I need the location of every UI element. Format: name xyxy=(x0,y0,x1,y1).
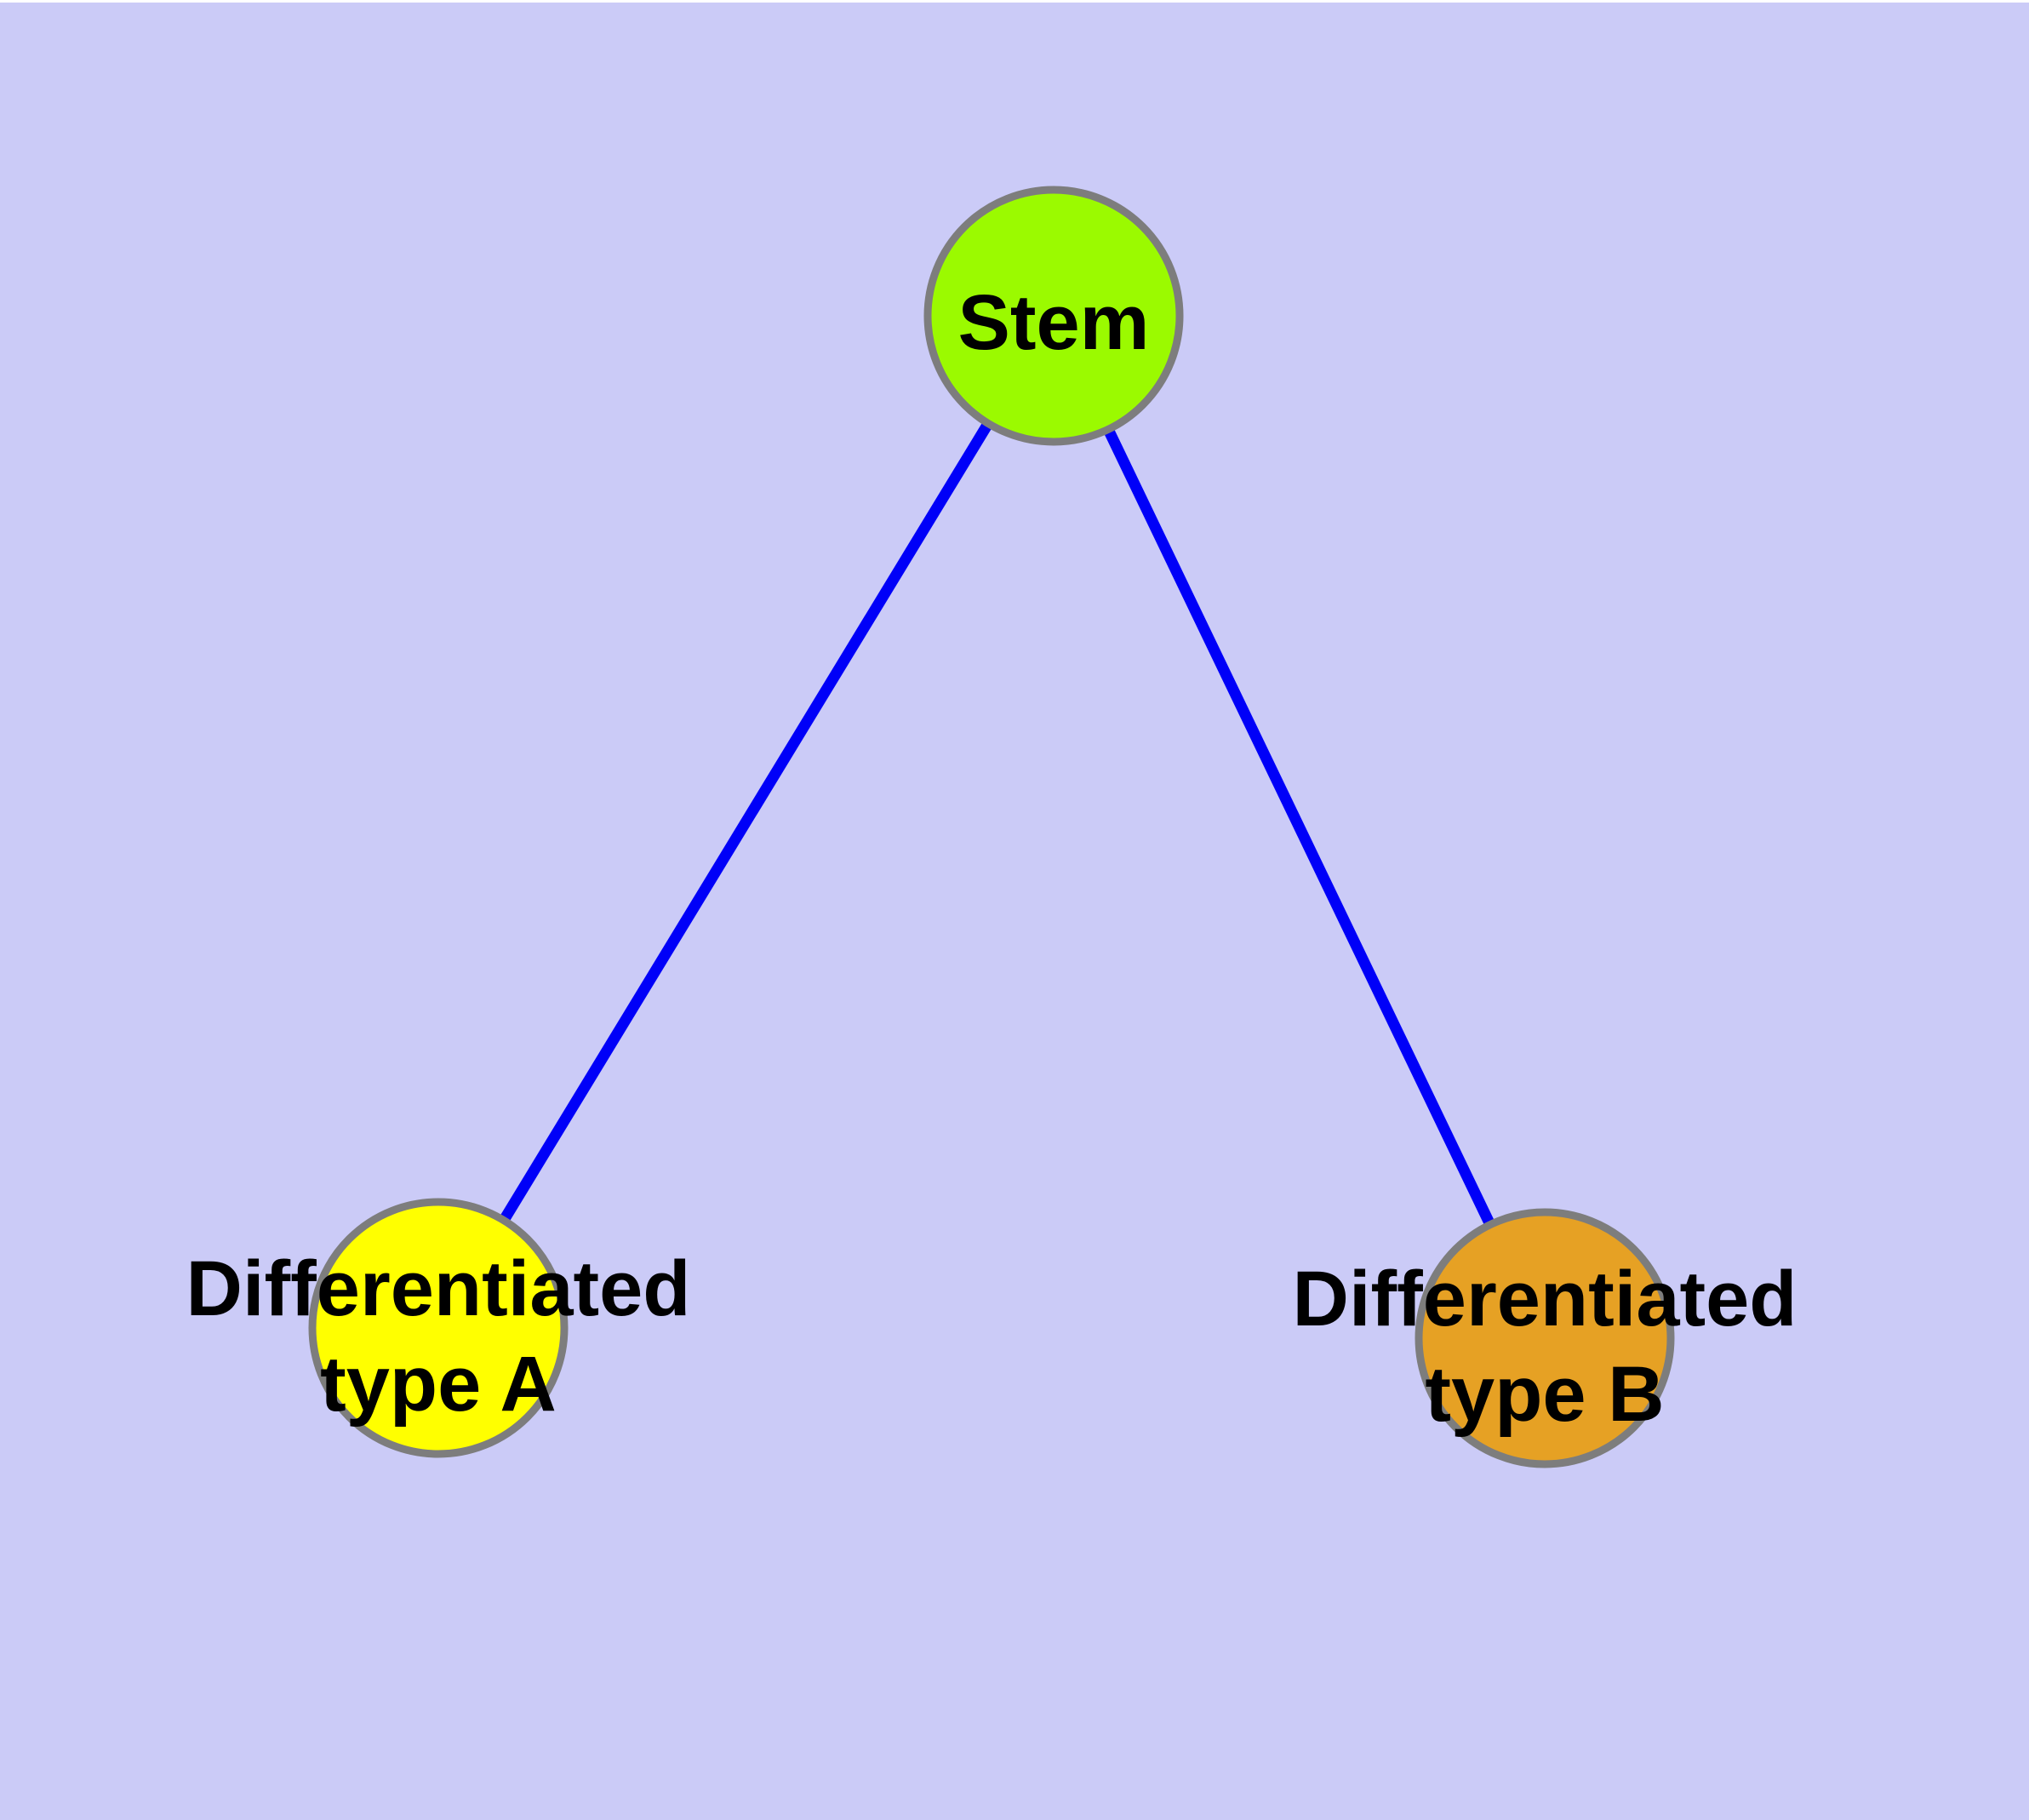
node-differentiated-type-a-label-line-2: type A xyxy=(320,1341,557,1428)
node-differentiated-type-b-label-line-1: Differentiated xyxy=(1293,1256,1798,1342)
node-differentiated-type-a xyxy=(308,1198,569,1458)
node-differentiated-type-b xyxy=(1415,1208,1675,1468)
edge-stem-to-differentiated-type-b xyxy=(1049,313,1550,1341)
node-differentiated-type-a-label-line-1: Differentiated xyxy=(186,1245,691,1332)
node-stem-label-line-1: Stem xyxy=(958,279,1150,366)
edge-stem-to-differentiated-type-a xyxy=(433,312,1059,1331)
node-stem xyxy=(923,186,1184,446)
node-differentiated-type-b-label-line-2: type B xyxy=(1425,1351,1664,1438)
